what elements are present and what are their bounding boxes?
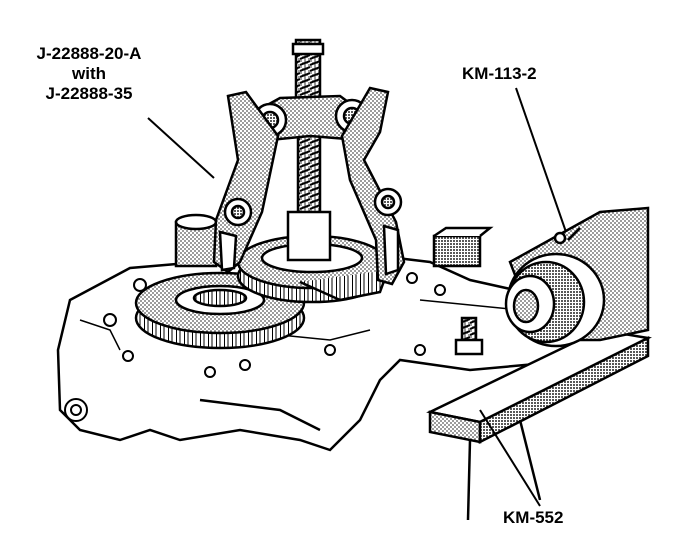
leader-lines [147, 87, 567, 507]
adapter-bolt [553, 231, 567, 245]
label-fixture-tool: KM-552 [503, 508, 564, 527]
case-bolt-group [64, 272, 446, 422]
puller-jaw-right [340, 86, 406, 286]
fixture-stud [454, 316, 484, 356]
label-adapter-tool: KM-113-2 [462, 64, 537, 83]
case-bolt [204, 366, 216, 378]
case-bolt [239, 359, 251, 371]
case-boss [174, 213, 218, 268]
case-bolt [324, 344, 336, 356]
case-bolt [434, 284, 446, 296]
puller-jaw-left [212, 90, 280, 274]
leader-fixture [479, 409, 541, 507]
label-puller-tool: J-22888-20-A with J-22888-35 [14, 44, 164, 104]
forcing-screw [286, 38, 332, 262]
leader-puller [147, 117, 215, 179]
label-puller-line2: with [72, 64, 106, 83]
case-bolt [133, 278, 147, 292]
holding-fixture [426, 328, 652, 521]
adapter-housing [504, 206, 650, 348]
case-bolt [406, 272, 418, 284]
label-puller-line3: J-22888-35 [45, 84, 133, 103]
case-lug [432, 226, 494, 268]
case-bolt [414, 344, 426, 356]
leader-adapter [515, 87, 567, 233]
case-bolt [103, 313, 117, 327]
case-bolt [122, 350, 134, 362]
label-puller-line1: J-22888-20-A [36, 44, 142, 63]
